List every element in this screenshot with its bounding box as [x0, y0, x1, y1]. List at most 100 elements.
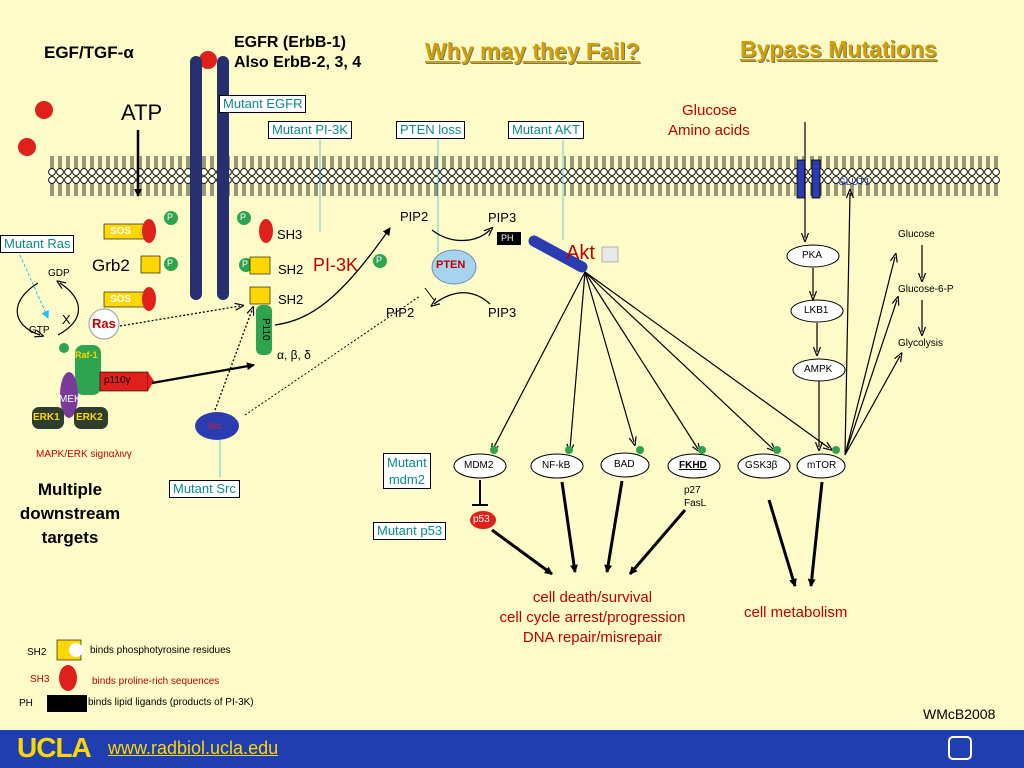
legend-sh2-desc: binds phosphotyrosine residues — [90, 645, 231, 656]
legend-sh2-label: SH2 — [27, 647, 47, 658]
title-bypass: Bypass Mutations — [740, 36, 937, 62]
sos-label-2: SOS — [110, 294, 132, 305]
mek-label: MEK — [59, 394, 81, 405]
nfkb-oval — [530, 453, 584, 479]
ligand-circle — [199, 51, 217, 69]
legend-ph-desc: binds lipid ligands (products of PI-3K) — [88, 697, 254, 708]
gsk3b-oval — [737, 453, 791, 479]
footer-url-link[interactable]: www.radbiol.ucla.edu — [108, 738, 279, 758]
erk2-box — [74, 407, 108, 429]
pip2-top-label: PIP2 — [400, 209, 429, 224]
g6p-label: Glucose-6-P — [898, 284, 954, 295]
x-label: X — [62, 312, 71, 327]
erk1-label: ERK1 — [33, 412, 60, 423]
sh3-label: SH3 — [277, 227, 303, 242]
ras-circle — [88, 308, 120, 340]
mutant-egfr-label: Mutant EGFR — [219, 95, 307, 113]
akt-label: Akt — [566, 242, 595, 264]
sh2-label-a: SH2 — [278, 262, 304, 277]
pi3k-label: PI-3K — [313, 255, 359, 275]
raf-label: Raf-1 — [75, 350, 98, 360]
mutant-ras-label: Mutant Ras — [0, 235, 75, 253]
egfr-label-1: EGFR (ErbB-1) — [234, 34, 346, 51]
cell-metabolism-label: cell metabolism — [744, 604, 848, 621]
glycolysis-label: Glycolysis — [898, 338, 944, 349]
glucose-label: Glucose — [682, 102, 738, 119]
gsk3b-label: GSK3β — [745, 460, 778, 471]
egfr-receptor — [190, 56, 202, 300]
bad-oval — [600, 452, 650, 478]
mek-shape — [60, 372, 78, 418]
legend-ph-label: PH — [19, 698, 33, 709]
erk1-box — [32, 407, 64, 429]
mdm2-oval — [453, 453, 507, 479]
fkhd-oval — [667, 453, 721, 479]
fkhd-label: FKHD — [679, 460, 707, 471]
mtor-oval — [796, 453, 846, 479]
ras-label: Ras — [92, 316, 116, 331]
gdp-label: GDP — [48, 268, 70, 279]
legend-ph-shape — [47, 695, 87, 712]
pip2-bottom-label: PIP2 — [386, 305, 415, 320]
p27-label: p27 — [684, 485, 701, 496]
alpha-beta-delta-label: α, β, δ — [277, 348, 311, 362]
erk2-label: ERK2 — [76, 412, 103, 423]
credit-label: WMcB2008 — [923, 706, 996, 722]
grb2-label: Grb2 — [92, 256, 130, 275]
fasl-label: FasL — [684, 498, 707, 509]
amino-acids-label: Amino acids — [668, 122, 750, 139]
phospho-label: P — [240, 212, 247, 222]
phospho-label: P — [167, 212, 174, 222]
ph-label: PH — [501, 233, 514, 243]
corner-square-icon — [948, 736, 972, 760]
atp-label: ATP — [121, 100, 163, 125]
phospho-label: P — [242, 259, 249, 269]
pten-loss-label: PTEN loss — [396, 121, 466, 139]
mutant-src-label: Mutant Src — [169, 480, 240, 498]
ligand-circle — [35, 101, 53, 119]
mutant-akt-label: Mutant AKT — [508, 121, 584, 139]
pka-label: PKA — [802, 250, 823, 261]
ph-box — [497, 232, 521, 245]
mtor-label: mTOR — [807, 460, 837, 471]
pip3-bottom-label: PIP3 — [488, 305, 517, 320]
gtp-label: GTP — [29, 325, 50, 336]
egfr-label-2: Also ErbB-2, 3, 4 — [234, 54, 362, 71]
egf-label: EGF/TGF-α — [44, 43, 134, 62]
cell-membrane — [48, 156, 1000, 200]
glut1-label: GLUT1 — [838, 177, 871, 188]
legend-sh3-label: SH3 — [30, 674, 50, 685]
phospho-label: P — [167, 258, 174, 268]
src-label: Src — [208, 421, 222, 431]
mapk-label: MAPK/ERK signαλινγ — [36, 449, 132, 460]
mutant-pi3k-label: Mutant PI-3K — [268, 121, 352, 139]
p53-label: p53 — [473, 514, 490, 525]
ligand-circle — [18, 138, 36, 156]
akt-bar — [528, 235, 588, 273]
src-oval — [195, 412, 239, 440]
pip3-top-label: PIP3 — [488, 210, 517, 225]
glut1-transporter — [796, 159, 806, 199]
pten-label: PTEN — [436, 259, 466, 271]
pka-oval — [786, 244, 840, 268]
ampk-label: AMPK — [804, 364, 833, 375]
grb2-box — [140, 255, 161, 274]
bad-label: BAD — [614, 459, 635, 470]
mdm2-label: MDM2 — [464, 460, 494, 471]
p110-box — [256, 305, 272, 355]
p110g-label: p110γ — [104, 375, 131, 386]
phospho-label: P — [376, 255, 383, 265]
lkb1-oval — [790, 299, 844, 323]
p110-label: P110 — [260, 318, 271, 341]
legend-sh3-desc: binds proline-rich sequences — [92, 676, 220, 687]
legend-sh3-shape — [59, 665, 77, 691]
glucose-small-label: Glucose — [898, 229, 935, 240]
sos-label: SOS — [110, 226, 132, 237]
raf-box — [75, 345, 101, 395]
ucla-logo: UCLA — [17, 732, 92, 763]
ampk-oval — [792, 358, 846, 382]
